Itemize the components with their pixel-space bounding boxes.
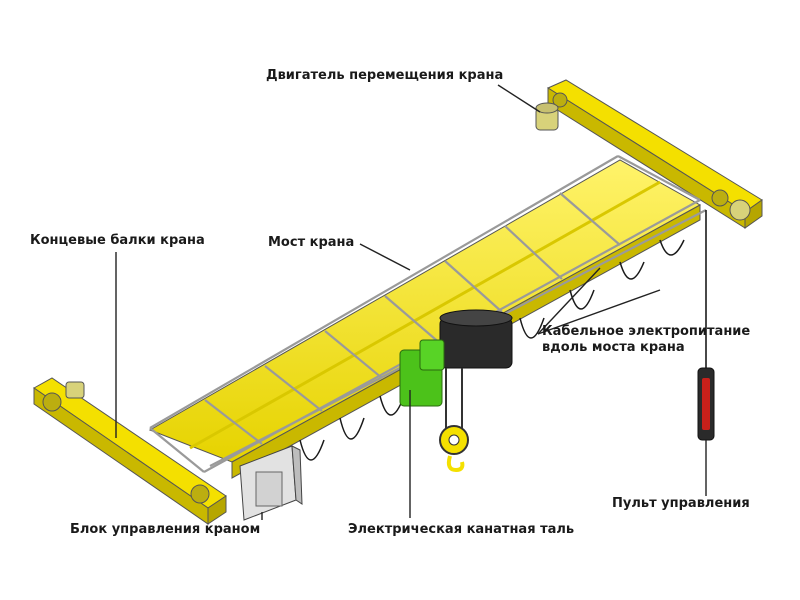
label-pendant: Пульт управления (612, 496, 750, 511)
leader-lines (115, 84, 707, 520)
label-travel-motor: Двигатель перемещения крана (266, 68, 504, 83)
leader-motor (497, 84, 541, 113)
label-bridge: Мост крана (268, 235, 355, 250)
leader-cable-2 (537, 289, 661, 335)
travel-motor-far (535, 102, 751, 221)
electric-hoist (399, 309, 513, 473)
far-end-beam (546, 79, 763, 229)
label-cable-supply-line2: вдоль моста крана (542, 340, 685, 355)
leader-cable-1 (537, 267, 601, 335)
leader-bridge (359, 243, 411, 271)
near-end-beam (33, 377, 227, 525)
bridge-girder (148, 159, 702, 479)
control-box (239, 445, 303, 521)
label-cable-supply: Кабельное электропитание вдоль моста кра… (542, 324, 782, 356)
pendant-control (697, 210, 715, 441)
label-cable-supply-line1: Кабельное электропитание (542, 324, 751, 339)
label-control-box: Блок управления краном (70, 522, 261, 537)
label-hoist: Электрическая канатная таль (348, 522, 575, 537)
label-end-beams: Концевые балки крана (30, 233, 205, 248)
